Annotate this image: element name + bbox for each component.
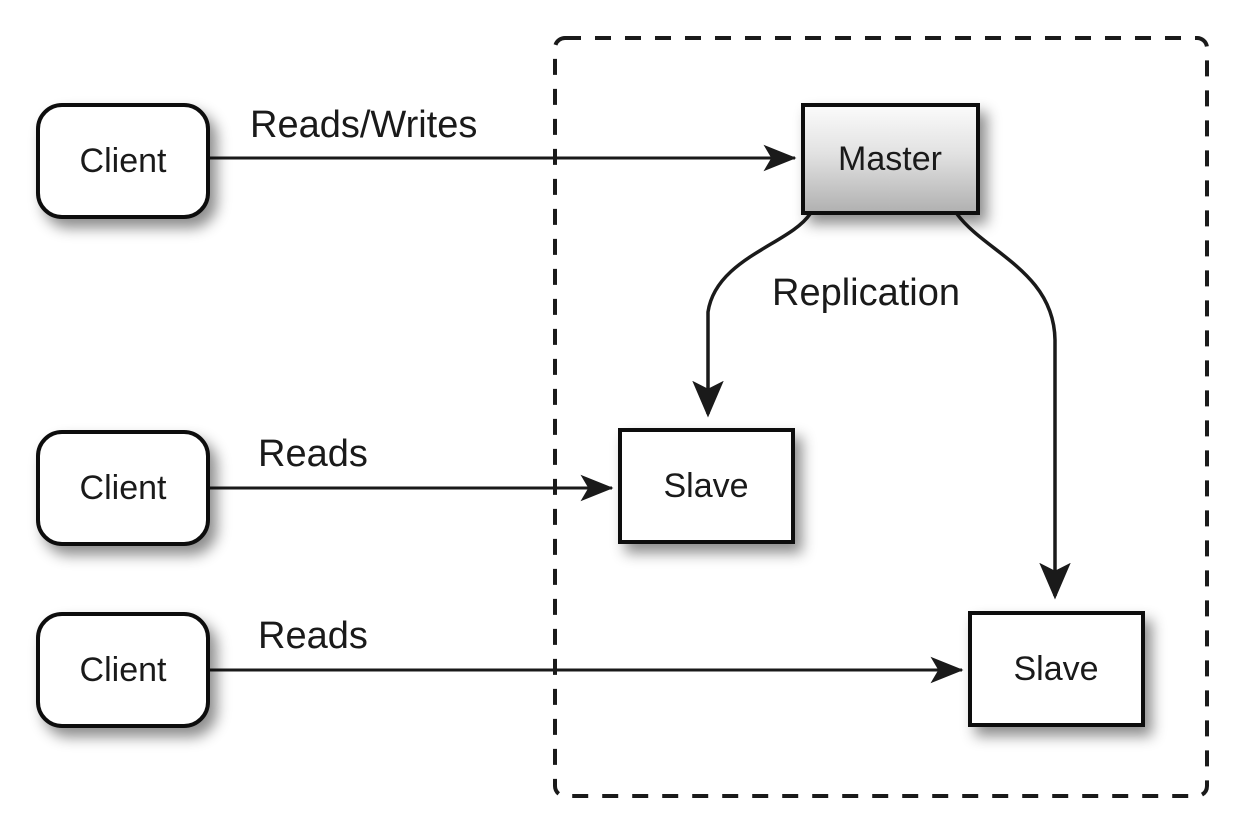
- client-2-label: Client: [80, 469, 167, 507]
- client-2-shape[interactable]: [36, 430, 210, 546]
- slave-1-label: Slave: [663, 467, 748, 505]
- client-1-label: Client: [80, 142, 167, 180]
- node-slave-2[interactable]: Slave: [968, 611, 1145, 727]
- client-1-shape[interactable]: [36, 103, 210, 219]
- edge-label-reads-slave1: Reads: [258, 433, 368, 475]
- node-client-3[interactable]: Client: [36, 612, 210, 728]
- replication-cluster-boundary: [553, 36, 1209, 798]
- edge-label-reads-slave2: Reads: [258, 615, 368, 657]
- node-client-1[interactable]: Client: [36, 103, 210, 219]
- slave-2-shape[interactable]: [968, 611, 1145, 727]
- edge-label-reads-writes: Reads/Writes: [250, 104, 477, 146]
- edge-master-to-slave2-replication: [955, 212, 1071, 600]
- client-3-label: Client: [80, 651, 167, 689]
- node-master[interactable]: Master: [801, 103, 980, 215]
- client-3-shape[interactable]: [36, 612, 210, 728]
- edge-label-replication: Replication: [772, 272, 960, 314]
- slave-2-label: Slave: [1013, 650, 1098, 688]
- node-slave-1[interactable]: Slave: [618, 428, 795, 544]
- edge-master-to-slave1-replication: [692, 212, 812, 418]
- master-shape[interactable]: [801, 103, 980, 215]
- master-label: Master: [838, 140, 942, 178]
- node-client-2[interactable]: Client: [36, 430, 210, 546]
- slave-1-shape[interactable]: [618, 428, 795, 544]
